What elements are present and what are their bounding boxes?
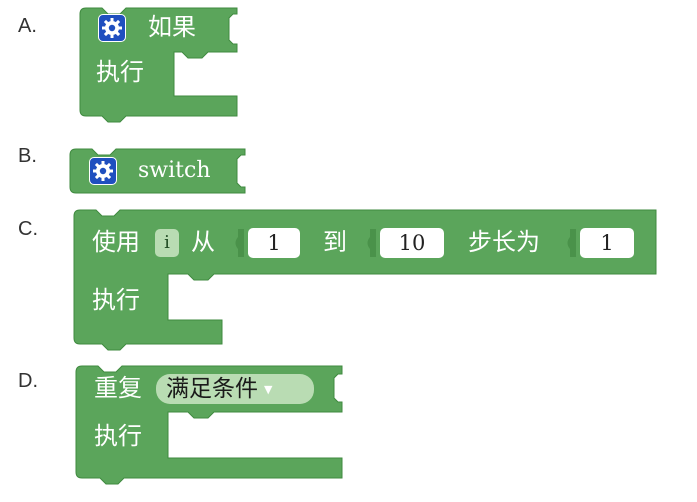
repeat-do-label: 执行 xyxy=(94,422,142,450)
option-label-c: C. xyxy=(18,218,38,240)
gear-icon[interactable] xyxy=(89,157,117,185)
start-socket-shape xyxy=(235,229,244,257)
for-use-label: 使用 xyxy=(92,228,140,256)
gear-icon[interactable] xyxy=(98,14,126,42)
repeat-mode-value: 满足条件 xyxy=(166,376,258,402)
dropdown-arrow-icon: ▼ xyxy=(264,383,273,396)
for-from-label: 从 xyxy=(191,228,215,256)
if-label: 如果 xyxy=(148,13,196,41)
for-to-label: 到 xyxy=(323,228,347,256)
option-label-b: B. xyxy=(18,145,37,167)
loop-variable-chip[interactable]: i xyxy=(155,229,179,257)
option-label-d: D. xyxy=(18,370,38,392)
for-do-label: 执行 xyxy=(92,286,140,314)
step-value-input[interactable]: 1 xyxy=(580,228,634,258)
option-label-a: A. xyxy=(18,15,37,37)
end-socket-shape xyxy=(367,229,376,257)
for-step-label: 步长为 xyxy=(468,228,540,256)
for-loop-block-shape[interactable] xyxy=(73,209,657,351)
step-socket-shape xyxy=(567,229,576,257)
start-value-input[interactable]: 1 xyxy=(248,228,300,258)
repeat-label: 重复 xyxy=(94,374,142,402)
end-value-input[interactable]: 10 xyxy=(380,228,444,258)
repeat-mode-dropdown[interactable]: 满足条件 ▼ xyxy=(156,374,314,404)
switch-label: switch xyxy=(138,158,211,183)
if-do-label: 执行 xyxy=(96,58,144,86)
